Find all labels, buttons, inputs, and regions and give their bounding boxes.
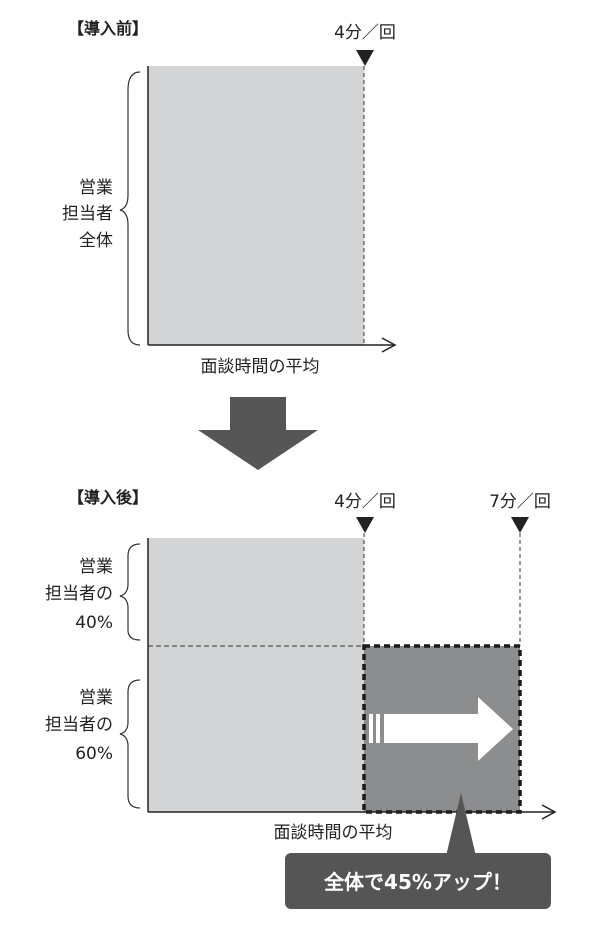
before-group-label-1: 営業 [79, 178, 113, 198]
before-area [148, 66, 364, 345]
marker-triangle-icon [356, 517, 374, 533]
callout-pointer [446, 793, 476, 856]
after-bottom-label-3: 60% [75, 744, 113, 764]
after-top-label-1: 営業 [79, 557, 113, 577]
after-top-label-3: 40% [75, 613, 113, 633]
down-arrow-icon [198, 397, 318, 470]
after-axis-label: 面談時間の平均 [274, 823, 393, 843]
before-marker-label: 4分／回 [334, 23, 396, 43]
after-top-label-2: 担当者の [45, 584, 113, 604]
marker-triangle-icon [511, 517, 529, 533]
right-arrow-icon [369, 697, 513, 761]
after-bottom-label-2: 担当者の [45, 715, 113, 735]
before-group-label-2: 担当者 [62, 204, 113, 224]
axis-arrow-icon [381, 337, 397, 353]
after-top-brace [119, 543, 141, 641]
before-brace [119, 71, 141, 346]
after-marker-label-4: 4分／回 [334, 492, 396, 512]
callout-box [285, 853, 551, 909]
before-group-label-3: 全体 [79, 231, 113, 251]
after-heading: 【導入後】 [68, 488, 148, 507]
after-base-area [148, 538, 364, 812]
before-heading: 【導入前】 [68, 19, 148, 38]
before-axis-label: 面談時間の平均 [201, 357, 320, 377]
after-bottom-brace [119, 679, 141, 809]
callout-text: 全体で45%アップ！ [323, 870, 512, 894]
marker-triangle-icon [356, 50, 374, 66]
axis-arrow-icon [541, 804, 557, 820]
after-marker-label-7: 7分／回 [489, 492, 551, 512]
after-bottom-label-1: 営業 [79, 688, 113, 708]
